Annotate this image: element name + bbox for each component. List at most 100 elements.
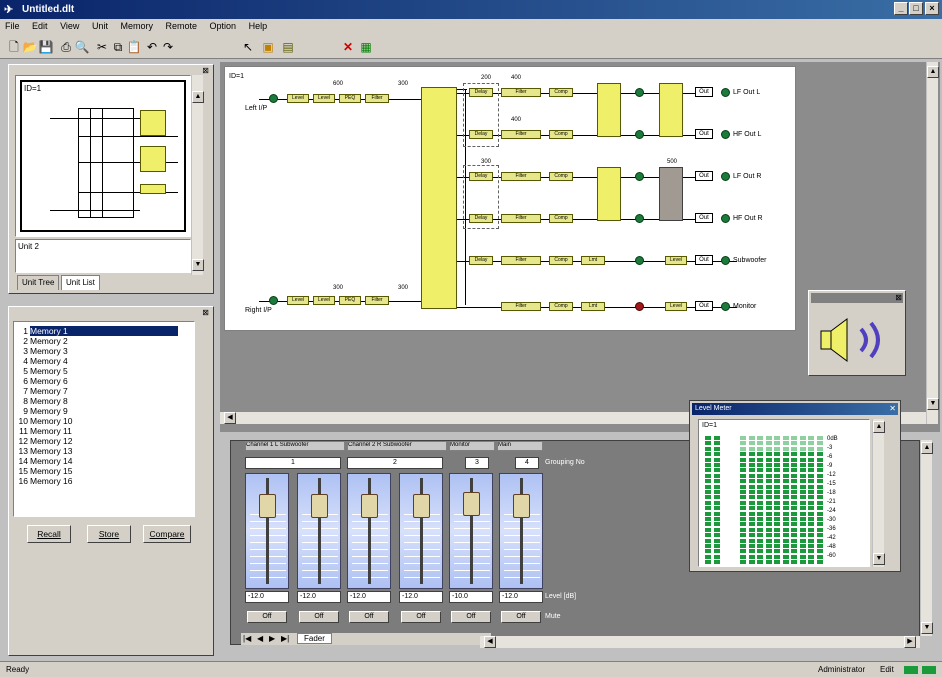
peq-block[interactable]: PEQ xyxy=(339,296,361,305)
fader-hscroll[interactable]: ◀ ▶ xyxy=(480,636,920,648)
output-node[interactable] xyxy=(635,130,644,139)
input-node-left[interactable] xyxy=(269,94,278,103)
scroll-up-icon[interactable]: ▲ xyxy=(873,421,885,433)
menu-file[interactable]: File xyxy=(5,21,20,31)
level-meter-titlebar[interactable]: Level Meter xyxy=(692,403,898,415)
crossover-block[interactable] xyxy=(597,167,621,221)
filter-block[interactable]: Filter xyxy=(501,130,541,139)
delay-block[interactable]: Delay xyxy=(469,88,493,97)
scroll-down-icon[interactable]: ▼ xyxy=(921,622,933,634)
filter-block[interactable]: Filter xyxy=(365,296,389,305)
mute-button[interactable]: Off xyxy=(451,611,491,623)
level-block[interactable]: Level xyxy=(313,296,335,305)
comp-block[interactable]: Comp xyxy=(549,302,573,311)
level-field[interactable]: -12.0 xyxy=(499,591,543,603)
scroll-right-icon[interactable]: ▶ xyxy=(904,636,916,648)
fader-knob[interactable] xyxy=(311,494,328,518)
delay-block[interactable]: Delay xyxy=(469,214,493,223)
tab-nav-prev-icon[interactable]: ◀ xyxy=(257,634,264,643)
input-node-right[interactable] xyxy=(269,296,278,305)
comp-block[interactable]: Comp xyxy=(549,88,573,97)
scroll-up-icon[interactable]: ▲ xyxy=(921,442,933,454)
unit-thumbnail[interactable]: ID=1 xyxy=(20,80,186,232)
menu-remote[interactable]: Remote xyxy=(165,21,198,31)
panel-close-icon[interactable]: ⊠ xyxy=(202,308,209,317)
level-meter-window[interactable]: Level Meter ✕ ID=1 0dB-3-6-9-12-15-18-21… xyxy=(689,400,901,572)
fader-6[interactable] xyxy=(499,473,543,589)
out-block[interactable]: Out xyxy=(695,255,713,265)
scroll-down-icon[interactable]: ▼ xyxy=(927,398,939,410)
menu-option[interactable]: Option xyxy=(209,21,237,31)
output-node[interactable] xyxy=(721,214,730,223)
connect-icon[interactable]: ▣ xyxy=(262,40,274,54)
limit-block[interactable]: Lmt xyxy=(581,256,605,265)
output-node[interactable] xyxy=(721,302,730,311)
level-meter-scrollbar[interactable]: ▲ ▼ xyxy=(872,419,885,567)
out-block[interactable]: Out xyxy=(695,87,713,97)
fader-knob[interactable] xyxy=(259,494,276,518)
level-field[interactable]: -12.0 xyxy=(297,591,341,603)
maximize-button[interactable]: □ xyxy=(909,2,923,15)
filter-block[interactable]: Filter xyxy=(501,88,541,97)
menu-help[interactable]: Help xyxy=(248,21,268,31)
group-number-box[interactable]: 3 xyxy=(465,457,489,469)
filter-block[interactable]: Filter xyxy=(501,302,541,311)
tab-nav-first-icon[interactable]: |◀ xyxy=(243,634,252,643)
fader-4[interactable] xyxy=(399,473,443,589)
level-block[interactable]: Level xyxy=(287,94,309,103)
level-field[interactable]: -12.0 xyxy=(399,591,443,603)
limit-block[interactable]: Lmt xyxy=(581,302,605,311)
peq-block[interactable]: PEQ xyxy=(339,94,361,103)
scroll-up-icon[interactable]: ▲ xyxy=(927,66,939,78)
output-node-muted[interactable] xyxy=(635,302,644,311)
delay-block-large[interactable] xyxy=(659,83,683,137)
print-icon[interactable]: ⎙ xyxy=(61,40,71,54)
unit-list-box[interactable]: Unit 2 xyxy=(15,239,191,273)
save-icon[interactable]: 💾 xyxy=(38,40,54,54)
unit-panel-scrollbar[interactable]: ▲ ▼ xyxy=(191,75,204,275)
output-node[interactable] xyxy=(635,256,644,265)
level-block[interactable]: Level xyxy=(287,296,309,305)
scroll-down-icon[interactable]: ▼ xyxy=(192,259,204,271)
close-button[interactable]: × xyxy=(925,2,939,15)
fader-1[interactable] xyxy=(245,473,289,589)
unit-tree-view[interactable]: ID=1 xyxy=(15,75,191,237)
filter-block[interactable]: Filter xyxy=(365,94,389,103)
tab-unit-list[interactable]: Unit List xyxy=(61,275,100,290)
workspace-vscroll[interactable]: ▲ ▼ xyxy=(926,62,939,424)
unit-list-item[interactable]: Unit 2 xyxy=(18,242,39,251)
output-node[interactable] xyxy=(721,130,730,139)
menu-view[interactable]: View xyxy=(60,21,80,31)
out-block[interactable]: Out xyxy=(695,213,713,223)
minimize-button[interactable]: _ xyxy=(894,2,908,15)
menu-edit[interactable]: Edit xyxy=(32,21,48,31)
disconnect-icon[interactable]: ▤ xyxy=(282,40,294,54)
tab-nav-last-icon[interactable]: ▶| xyxy=(281,634,290,643)
level-field[interactable]: -12.0 xyxy=(245,591,289,603)
level-block[interactable]: Level xyxy=(313,94,335,103)
tab-nav-next-icon[interactable]: ▶ xyxy=(269,634,276,643)
filter-block[interactable]: Filter xyxy=(501,172,541,181)
print-preview-icon[interactable]: 🔍 xyxy=(74,40,90,54)
crossover-block[interactable] xyxy=(597,83,621,137)
level-block[interactable]: Level xyxy=(665,256,687,265)
close-icon[interactable]: ⊠ xyxy=(895,293,902,302)
scroll-left-icon[interactable]: ◀ xyxy=(224,412,236,424)
menu-unit[interactable]: Unit xyxy=(91,21,108,31)
close-icon[interactable]: ✕ xyxy=(889,404,896,413)
output-node[interactable] xyxy=(635,88,644,97)
fader-knob[interactable] xyxy=(513,494,530,518)
select-icon[interactable]: ↖ xyxy=(242,40,254,54)
delete-icon[interactable]: ✕ xyxy=(342,40,354,54)
menu-memory[interactable]: Memory xyxy=(120,21,153,31)
